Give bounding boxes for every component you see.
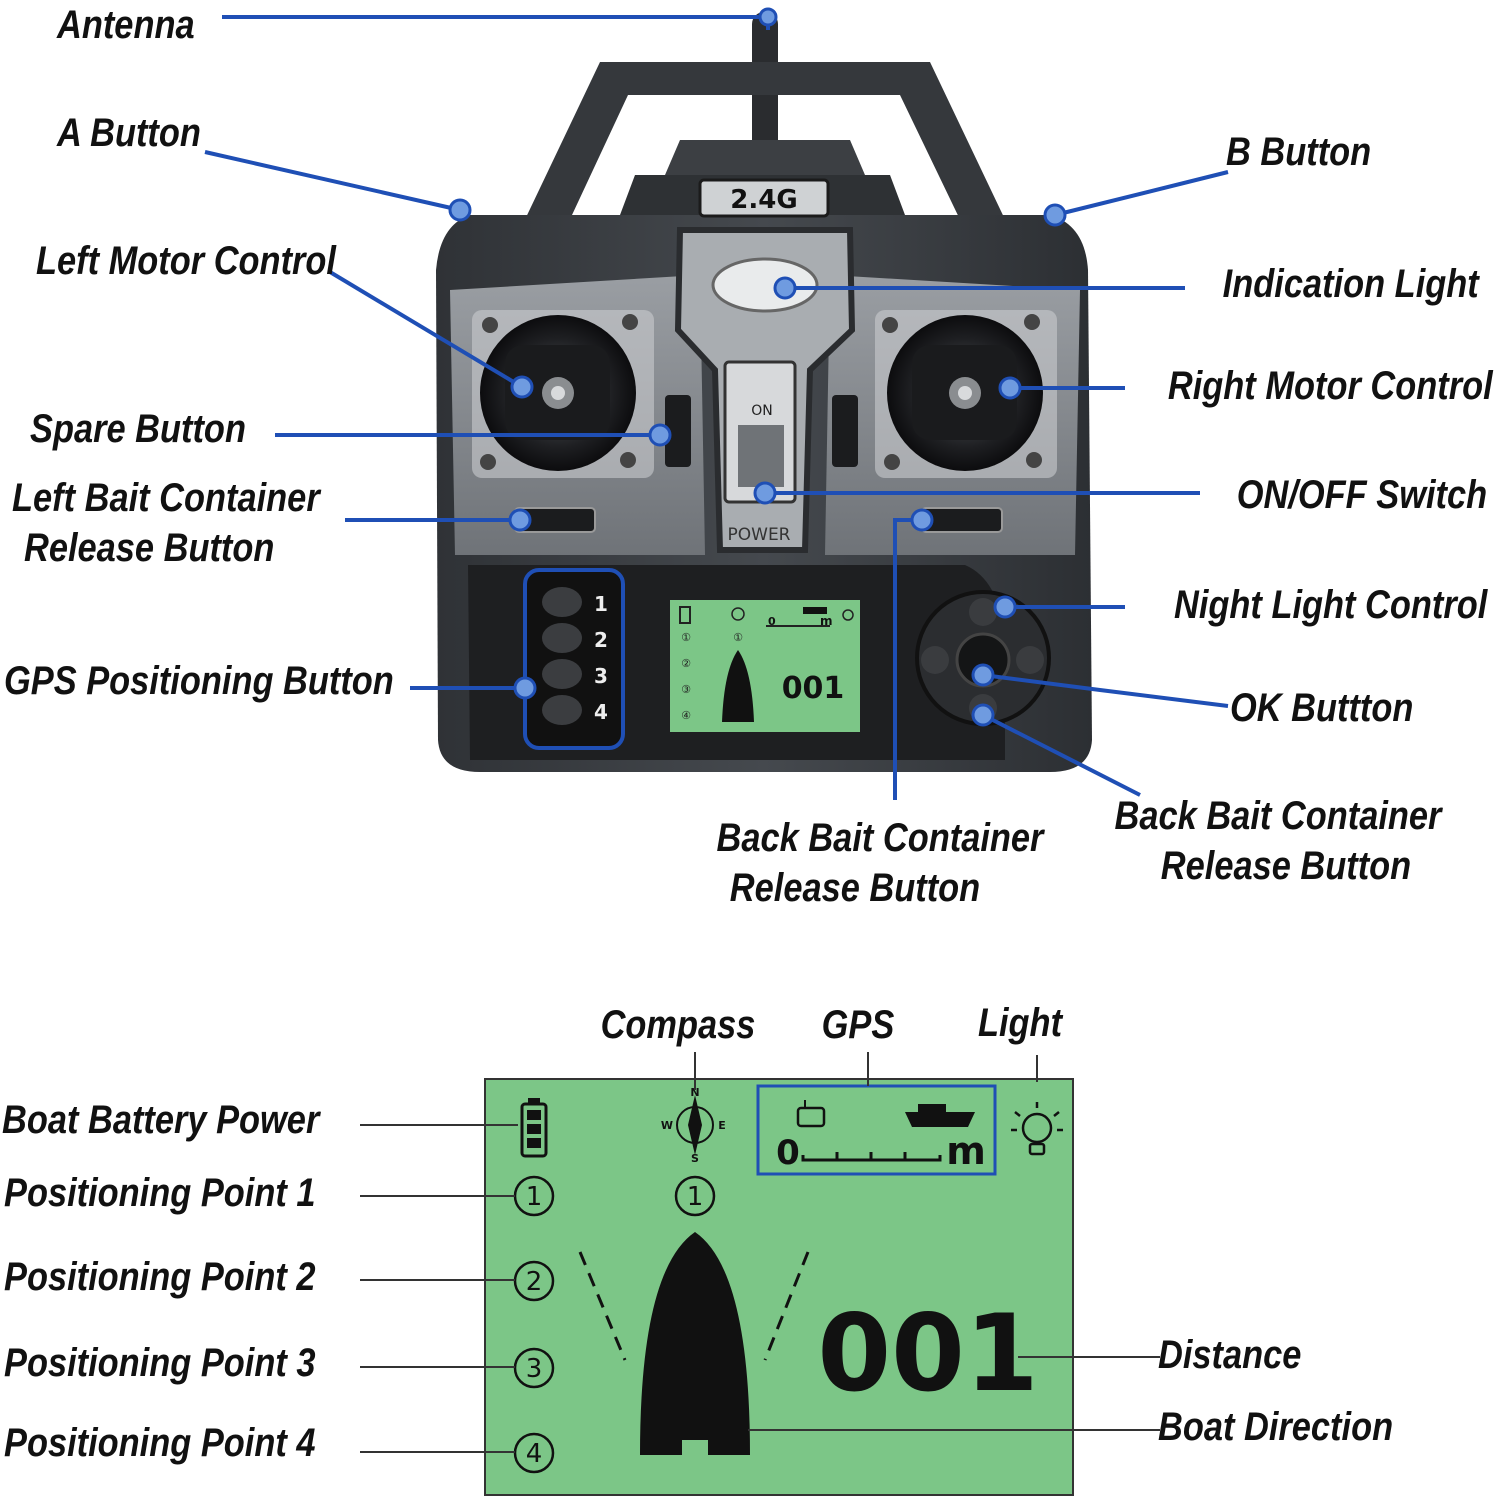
label-indication-light: Indication Light [1222,262,1479,306]
gps-buttons: 1 2 3 4 [542,587,608,725]
gps-button-3-label: 3 [594,664,608,688]
label-battery: Boat Battery Power [2,1098,320,1142]
label-point-1: Positioning Point 1 [4,1171,316,1215]
label-gps-positioning: GPS Positioning Button [4,659,394,703]
carry-handle [520,62,1010,230]
gps-button-4-label: 4 [594,700,608,724]
label-back-bait-left-line1: Back Bait Container [716,816,1044,860]
label-left-motor: Left Motor Control [36,239,336,283]
label-antenna: Antenna [57,3,195,47]
svg-text:②: ② [681,657,691,670]
indication-light [711,257,819,313]
label-right-motor: Right Motor Control [1168,364,1493,408]
frequency-badge-text: 2.4G [730,185,797,215]
remote-callout-dots [448,7,1067,727]
svg-text:③: ③ [681,683,691,696]
screen-callouts [360,1052,1160,1453]
label-back-bait-right-line1: Back Bait Container [1114,794,1442,838]
compass-point-number: 1 [687,1182,704,1212]
scale-zero: 0 [776,1133,800,1173]
spare-button[interactable] [665,395,691,467]
boat-direction-icon [578,1232,810,1455]
label-distance: Distance [1158,1333,1302,1377]
back-bait-release-slider[interactable] [921,507,1003,533]
remote-controller: 2.4G ON POWER [436,12,1092,772]
boat-icon [905,1112,975,1127]
battery-icon [520,1098,548,1158]
label-point-4: Positioning Point 4 [4,1421,316,1465]
label-ok-button: OK Buttton [1230,686,1414,730]
mini-lcd-screen: ① ② ③ ④ ① 0 m 001 [670,600,860,732]
label-night-light: Night Light Control [1173,583,1487,627]
svg-text:①: ① [681,631,691,644]
svg-text:①: ① [733,631,743,644]
label-light: Light [977,1001,1063,1045]
label-back-bait-left-line2: Release Button [729,866,981,910]
gps-button-3[interactable] [542,659,582,689]
power-label: POWER [728,525,791,545]
gps-button-1[interactable] [542,587,582,617]
lcd-screen: N S E W 0 m [484,1078,1074,1496]
power-switch-on-text: ON [751,403,773,419]
compass-s: S [691,1152,699,1165]
compass-point-circle [674,1175,716,1217]
left-dpad-button[interactable] [921,646,949,674]
lcd-background [484,1078,1074,1496]
right-dpad-button[interactable] [1016,646,1044,674]
point-3-number: 3 [526,1354,543,1384]
label-compass: Compass [600,1003,756,1047]
compass-w: W [661,1119,673,1132]
point-1-number: 1 [526,1182,543,1212]
right-trim-slider[interactable] [832,395,858,467]
power-switch-slider[interactable] [738,425,784,487]
label-b-button: B Button [1226,130,1372,174]
compass-icon: N S E W [661,1086,726,1165]
label-point-3: Positioning Point 3 [4,1341,316,1385]
label-point-2: Positioning Point 2 [4,1255,316,1299]
label-gps: GPS [821,1003,895,1047]
gps-indicator: 0 m [756,1084,997,1176]
point-2-number: 2 [526,1267,543,1297]
label-boat-direction: Boat Direction [1158,1405,1394,1449]
night-light-button[interactable] [969,598,997,626]
compass-e: E [718,1119,726,1132]
label-on-off-switch: ON/OFF Switch [1236,473,1487,517]
mini-lcd-scale-zero: 0 [768,615,776,628]
light-bulb-icon [1011,1102,1063,1156]
remote-icon [796,1106,826,1128]
gps-button-1-label: 1 [594,592,608,616]
compass-n: N [690,1086,699,1099]
distance-value: 001 [817,1292,1038,1415]
mini-lcd-scale-unit: m [820,614,833,628]
label-spare-button: Spare Button [30,407,246,451]
label-back-bait-right-line2: Release Button [1160,844,1412,888]
label-left-bait-line1: Left Bait Container [12,476,320,520]
point-4-number: 4 [526,1439,543,1469]
scale-unit: m [946,1129,986,1173]
svg-text:④: ④ [681,709,691,722]
positioning-points [513,1175,716,1474]
gps-button-4[interactable] [542,695,582,725]
label-left-bait-line2: Release Button [24,526,275,570]
gps-button-2[interactable] [542,623,582,653]
frequency-badge [698,178,830,218]
label-a-button: A Button [57,111,201,155]
gps-button-2-label: 2 [594,628,608,652]
mini-lcd-distance: 001 [782,671,845,706]
